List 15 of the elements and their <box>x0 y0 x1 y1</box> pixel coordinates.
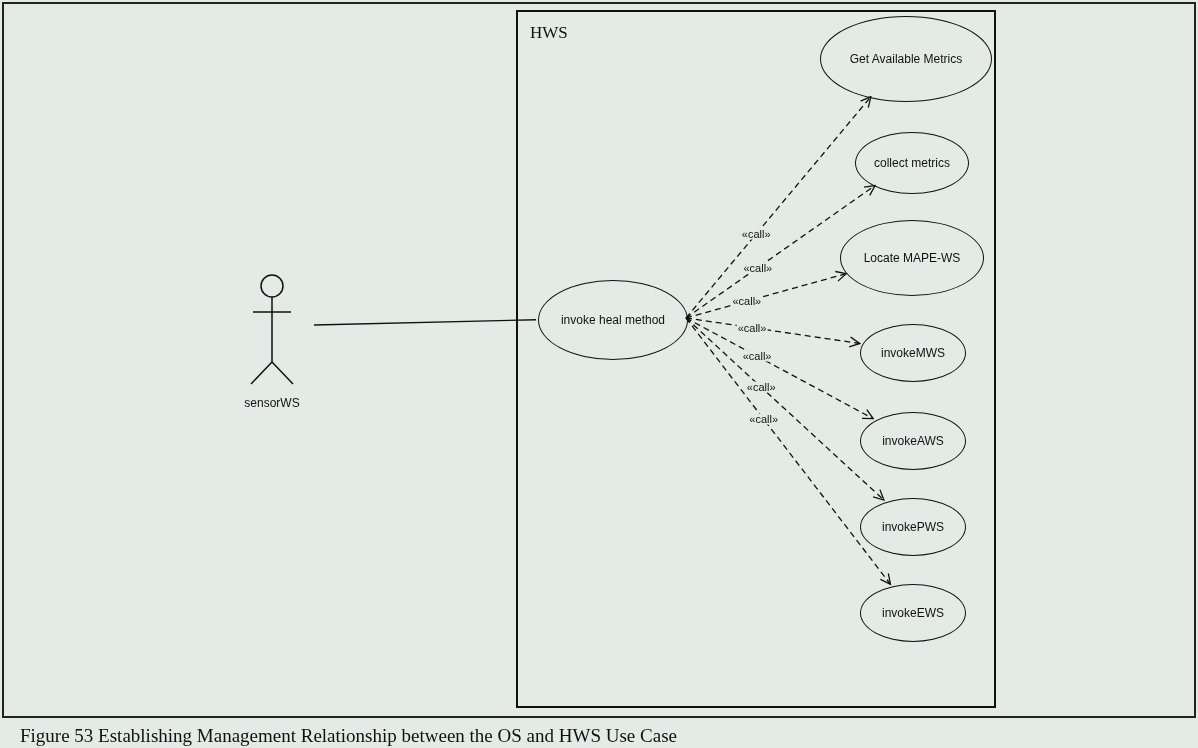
association-line <box>313 319 537 326</box>
edge-label: «call» <box>745 381 777 393</box>
edge-label: «call» <box>742 262 774 274</box>
edge-label: «call» <box>741 350 773 362</box>
edge-label: «call» <box>740 228 772 240</box>
figure-caption: Figure 53 Establishing Management Relationship between the OS and HWS Use Case <box>20 724 677 748</box>
dashed-arrow <box>685 317 885 501</box>
system-name: HWS <box>530 22 568 44</box>
dashed-arrow <box>685 317 892 585</box>
edge-label: «call» <box>736 322 768 334</box>
dashed-arrow <box>685 184 876 319</box>
edge-label: «call» <box>748 413 780 425</box>
edge-label: «call» <box>731 295 763 307</box>
dashed-arrow <box>685 317 861 348</box>
actor-name: sensorWS <box>244 395 300 412</box>
